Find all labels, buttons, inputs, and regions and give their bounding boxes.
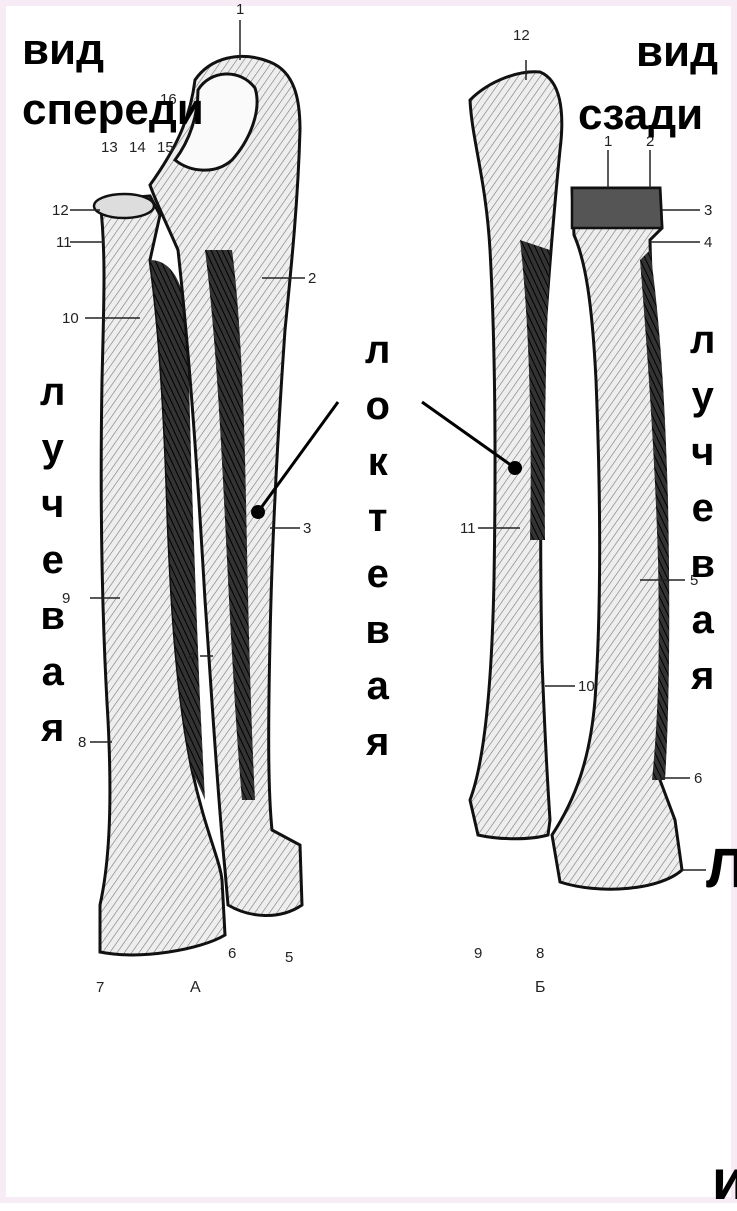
front-view-title-line2: спереди	[22, 88, 204, 132]
front-num-10: 10	[62, 310, 79, 327]
front-num-13: 13	[101, 139, 118, 156]
front-num-3: 3	[303, 520, 311, 537]
front-num-14: 14	[129, 139, 146, 156]
vertical-letter: л	[40, 364, 65, 420]
back-num-11: 11	[460, 520, 476, 537]
front-num-7: 7	[96, 979, 104, 996]
vertical-letter: я	[41, 700, 64, 756]
back-view-title-line2: сзади	[578, 93, 703, 137]
vertical-letter: я	[366, 714, 389, 770]
back-view-letter: Б	[535, 979, 546, 996]
front-radius-head	[94, 194, 154, 218]
vertical-letter: е	[42, 532, 64, 588]
front-view-letter: А	[190, 979, 201, 996]
vertical-letter: в	[40, 588, 65, 644]
vertical-letter: л	[365, 322, 390, 378]
front-num-11: 11	[56, 234, 72, 251]
vertical-letter: е	[367, 546, 389, 602]
leader-dot-back-ulna	[508, 461, 522, 475]
vertical-letter: ч	[691, 424, 714, 480]
vertical-letter: т	[368, 490, 388, 546]
back-view-title-line1: вид	[636, 30, 718, 74]
vertical-letter: в	[365, 602, 390, 658]
front-num-2: 2	[308, 270, 316, 287]
vertical-letter: в	[690, 536, 715, 592]
vertical-letter: а	[692, 592, 714, 648]
vertical-letter: у	[42, 420, 64, 476]
vertical-letter: а	[367, 658, 389, 714]
back-num-6: 6	[694, 770, 702, 787]
vertical-letter: у	[692, 368, 714, 424]
back-ulna	[470, 72, 562, 839]
back-num-10: 10	[578, 678, 595, 695]
front-num-8: 8	[78, 734, 86, 751]
front-num-15: 15	[157, 139, 174, 156]
back-num-3: 3	[704, 202, 712, 219]
vertical-letter: я	[691, 648, 714, 704]
front-num-5: 5	[285, 949, 293, 966]
cut-letter-1: Л	[706, 840, 737, 896]
vertical-letter: к	[368, 434, 388, 490]
back-num-12: 12	[513, 27, 530, 44]
cut-letter-2: и	[712, 1152, 737, 1208]
vertical-letter: а	[42, 644, 64, 700]
front-num-4: 4	[188, 648, 196, 665]
vertical-letter: л	[690, 312, 715, 368]
vertical-letter: е	[692, 480, 714, 536]
front-num-6: 6	[228, 945, 236, 962]
back-num-8: 8	[536, 945, 544, 962]
back-num-9: 9	[474, 945, 482, 962]
front-num-12: 12	[52, 202, 69, 219]
back-num-4: 4	[704, 234, 712, 251]
front-view-title-line1: вид	[22, 28, 104, 72]
vertical-letter: ч	[41, 476, 64, 532]
vertical-letter: о	[365, 378, 389, 434]
back-radius-head	[572, 188, 662, 228]
front-num-1: 1	[236, 1, 244, 18]
leader-dot-front-ulna	[251, 505, 265, 519]
